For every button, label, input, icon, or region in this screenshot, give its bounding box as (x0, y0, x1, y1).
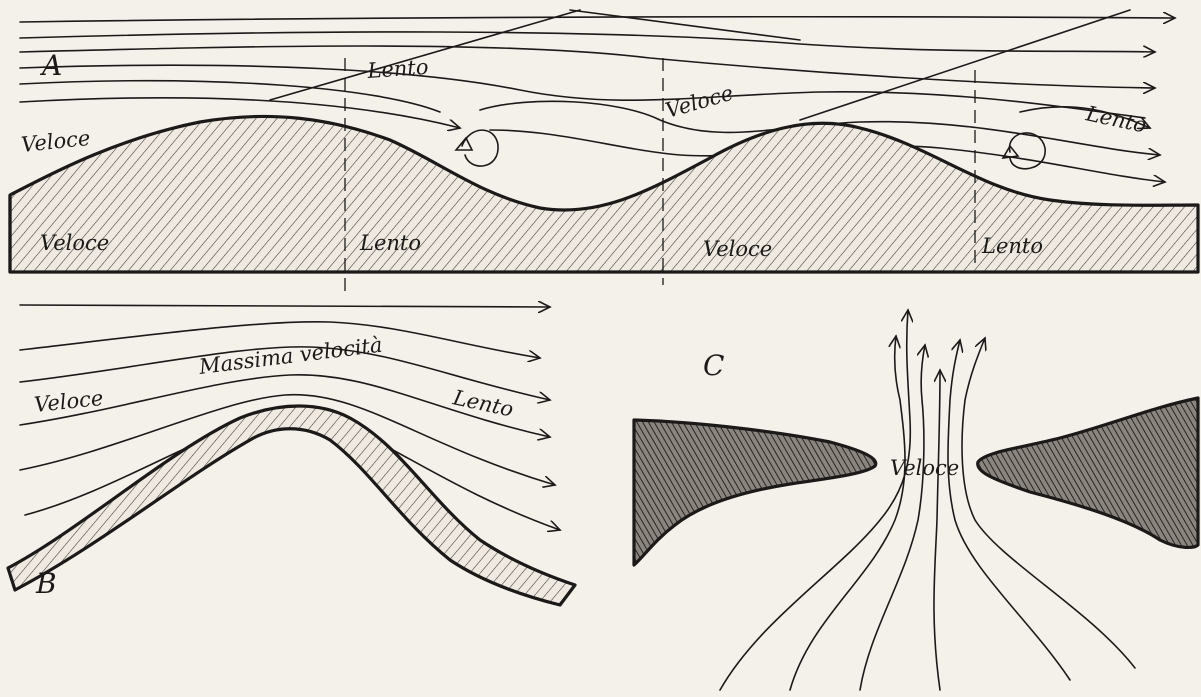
panel-a-guide-line (800, 10, 1130, 120)
label-veloce-b: Veloce (33, 386, 104, 417)
panel-a-guide-line (570, 10, 800, 40)
label-lento-bottom-1: Lento (359, 231, 421, 255)
eddy-arrow-icon (456, 138, 472, 150)
panel-c-streamline (934, 370, 940, 690)
panel-b-hill (8, 406, 575, 605)
label-veloce-c: Veloce (890, 456, 959, 480)
label-lento-right: Lento (1083, 101, 1149, 137)
panel-c-streamline (790, 336, 905, 690)
panel-a-streamline (20, 81, 440, 112)
panel-c-right-rock (978, 398, 1198, 547)
panel-b: B Veloce Massima velocità Lento (8, 305, 575, 605)
panel-a-streamline (20, 17, 1175, 22)
panel-c: C Veloce (634, 310, 1198, 690)
label-lento-b: Lento (450, 385, 516, 421)
label-veloce-bottom-1: Veloce (40, 231, 109, 255)
panel-c-streamline (720, 310, 910, 690)
label-lento-top: Lento (366, 55, 430, 83)
label-massima-velocita: Massima velocità (197, 333, 384, 379)
panel-a-letter: A (39, 49, 62, 82)
panel-b-letter: B (35, 567, 57, 600)
label-lento-bottom-2: Lento (981, 234, 1043, 258)
panel-c-letter: C (703, 349, 724, 382)
panel-a-streamline (20, 32, 1155, 52)
label-veloce-mid: Veloce (663, 81, 736, 123)
eddy-icon (462, 130, 498, 166)
panel-b-streamline (20, 305, 550, 307)
panel-c-left-rock (634, 420, 876, 565)
panel-c-streamline (860, 345, 925, 690)
label-veloce-bottom-2: Veloce (703, 237, 772, 261)
label-veloce-top: Veloce (20, 126, 91, 157)
panel-a-streamline (20, 65, 1145, 118)
panel-a: A Lento Veloce Veloce Lento Veloce Lento… (10, 10, 1198, 298)
